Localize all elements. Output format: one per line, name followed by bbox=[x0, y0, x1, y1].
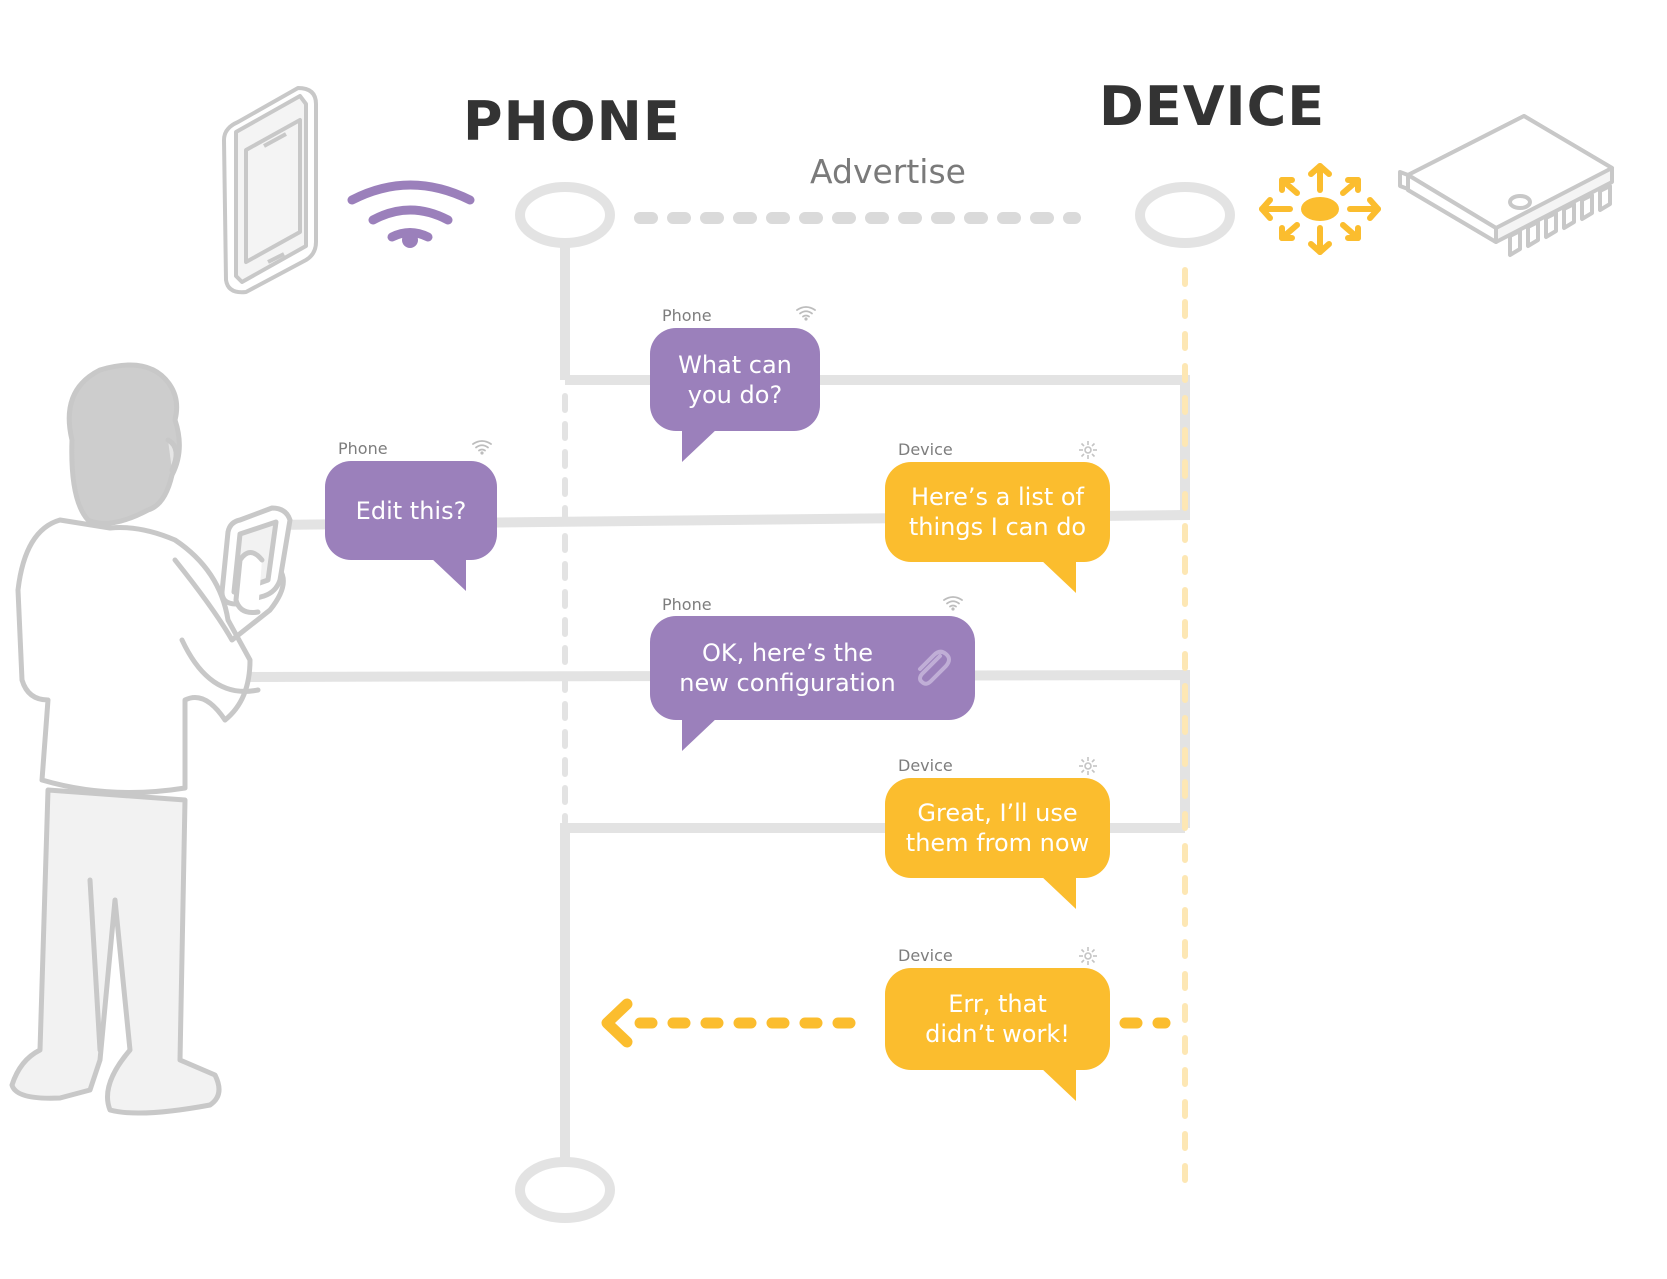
chip-icon bbox=[1079, 947, 1097, 965]
bubble-tail bbox=[1040, 1067, 1076, 1101]
message-bubble-list-of-things: Here’s a list of things I can do bbox=[885, 462, 1110, 562]
bubble-tail bbox=[430, 557, 466, 591]
chip-illustration bbox=[1398, 114, 1614, 257]
device-heading: DEVICE bbox=[1099, 75, 1326, 138]
message-bubble-edit-this: Edit this? bbox=[325, 461, 497, 560]
wifi-icon bbox=[943, 596, 963, 611]
phone-heading: PHONE bbox=[463, 90, 681, 153]
message-bubble-error: Err, that didn’t work! bbox=[885, 968, 1110, 1070]
smartphone-illustration bbox=[222, 86, 318, 295]
person-illustration bbox=[9, 362, 293, 1116]
bubble-tail bbox=[1040, 559, 1076, 593]
device-lifeline-start bbox=[1135, 182, 1235, 248]
message-sender-label: Phone bbox=[662, 595, 712, 614]
chip-icon bbox=[1079, 757, 1097, 775]
chip-icon bbox=[1079, 441, 1097, 459]
message-bubble-what-can-you-do: What can you do? bbox=[650, 328, 820, 431]
broadcast-icon bbox=[1259, 163, 1381, 255]
wifi-icon bbox=[796, 306, 816, 321]
message-sender-label: Device bbox=[898, 946, 953, 965]
bubble-tail bbox=[682, 428, 718, 462]
advertise-label: Advertise bbox=[810, 152, 966, 191]
bubble-tail bbox=[1040, 875, 1076, 909]
bubble-tail bbox=[682, 717, 718, 751]
phone-lifeline-start bbox=[515, 182, 615, 248]
message-text: Great, I’ll use them from now bbox=[905, 799, 1090, 857]
response-list-line bbox=[269, 510, 1190, 530]
message-bubble-great: Great, I’ll use them from now bbox=[885, 778, 1110, 878]
message-sender-label: Phone bbox=[662, 306, 712, 325]
message-text: Here’s a list of things I can do bbox=[908, 483, 1087, 541]
paperclip-icon bbox=[918, 649, 951, 686]
message-sender-label: Phone bbox=[338, 439, 388, 458]
message-sender-label: Device bbox=[898, 756, 953, 775]
wifi-dot bbox=[402, 232, 418, 248]
message-text: Edit this? bbox=[355, 496, 467, 525]
wifi-signal-icon bbox=[347, 180, 475, 242]
request-configuration-line bbox=[224, 669, 1190, 828]
message-sender-label: Device bbox=[898, 440, 953, 459]
wifi-icon bbox=[472, 440, 492, 455]
phone-lifeline-end bbox=[515, 1157, 615, 1223]
message-text: What can you do? bbox=[678, 350, 792, 409]
message-text: OK, here’s the new configuration bbox=[679, 639, 896, 697]
message-text: Err, that didn’t work! bbox=[925, 990, 1070, 1048]
error-arrowhead-icon bbox=[601, 998, 633, 1048]
